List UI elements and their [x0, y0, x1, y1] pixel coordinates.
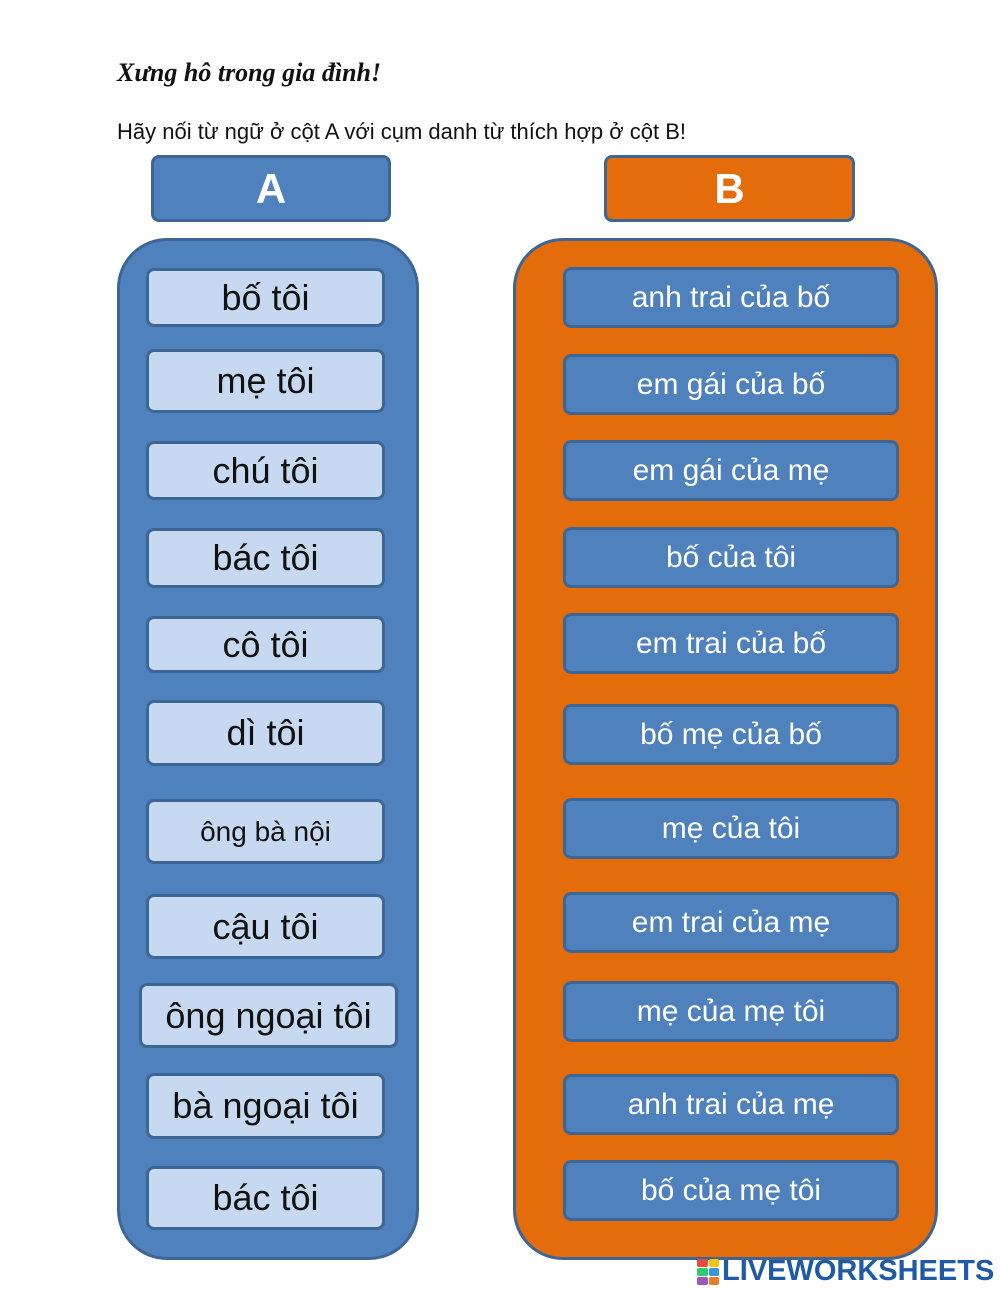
- column-a-item[interactable]: chú tôi: [146, 441, 385, 500]
- column-a-item[interactable]: dì tôi: [146, 700, 385, 766]
- column-b-item[interactable]: em gái của mẹ: [563, 440, 899, 501]
- column-b-item[interactable]: bố của tôi: [563, 527, 899, 588]
- column-a-item[interactable]: ông ngoại tôi: [139, 983, 398, 1048]
- column-b-header: B: [604, 155, 855, 222]
- column-a-item[interactable]: ông bà nội: [146, 799, 385, 864]
- column-b-item[interactable]: em trai của mẹ: [563, 892, 899, 953]
- column-b-item[interactable]: anh trai của bố: [563, 267, 899, 328]
- column-b-item[interactable]: em gái của bố: [563, 354, 899, 415]
- column-a-item[interactable]: bác tôi: [146, 1166, 385, 1230]
- liveworksheets-logo: LIVEWORKSHEETS: [697, 1255, 994, 1288]
- logo-text: LIVEWORKSHEETS: [722, 1255, 995, 1287]
- column-a-item[interactable]: cô tôi: [146, 616, 385, 673]
- column-b-item[interactable]: mẹ của mẹ tôi: [563, 981, 899, 1042]
- column-a-item[interactable]: mẹ tôi: [146, 349, 385, 413]
- column-b-item[interactable]: bố của mẹ tôi: [563, 1160, 899, 1221]
- logo-mark-icon: [697, 1258, 719, 1285]
- column-b-item[interactable]: bố mẹ của bố: [563, 704, 899, 765]
- column-b-item[interactable]: em trai của bố: [563, 613, 899, 674]
- page-title: Xưng hô trong gia đình!: [117, 58, 382, 87]
- instruction-text: Hãy nối từ ngữ ở cột A với cụm danh từ t…: [117, 119, 687, 144]
- column-a-item[interactable]: bác tôi: [146, 528, 385, 588]
- column-a-item[interactable]: cậu tôi: [146, 894, 385, 959]
- column-a-item[interactable]: bà ngoại tôi: [146, 1073, 385, 1139]
- column-b-item[interactable]: mẹ của tôi: [563, 798, 899, 859]
- column-a-header: A: [151, 155, 391, 222]
- column-b-item[interactable]: anh trai của mẹ: [563, 1074, 899, 1135]
- column-a-item[interactable]: bố tôi: [146, 268, 385, 327]
